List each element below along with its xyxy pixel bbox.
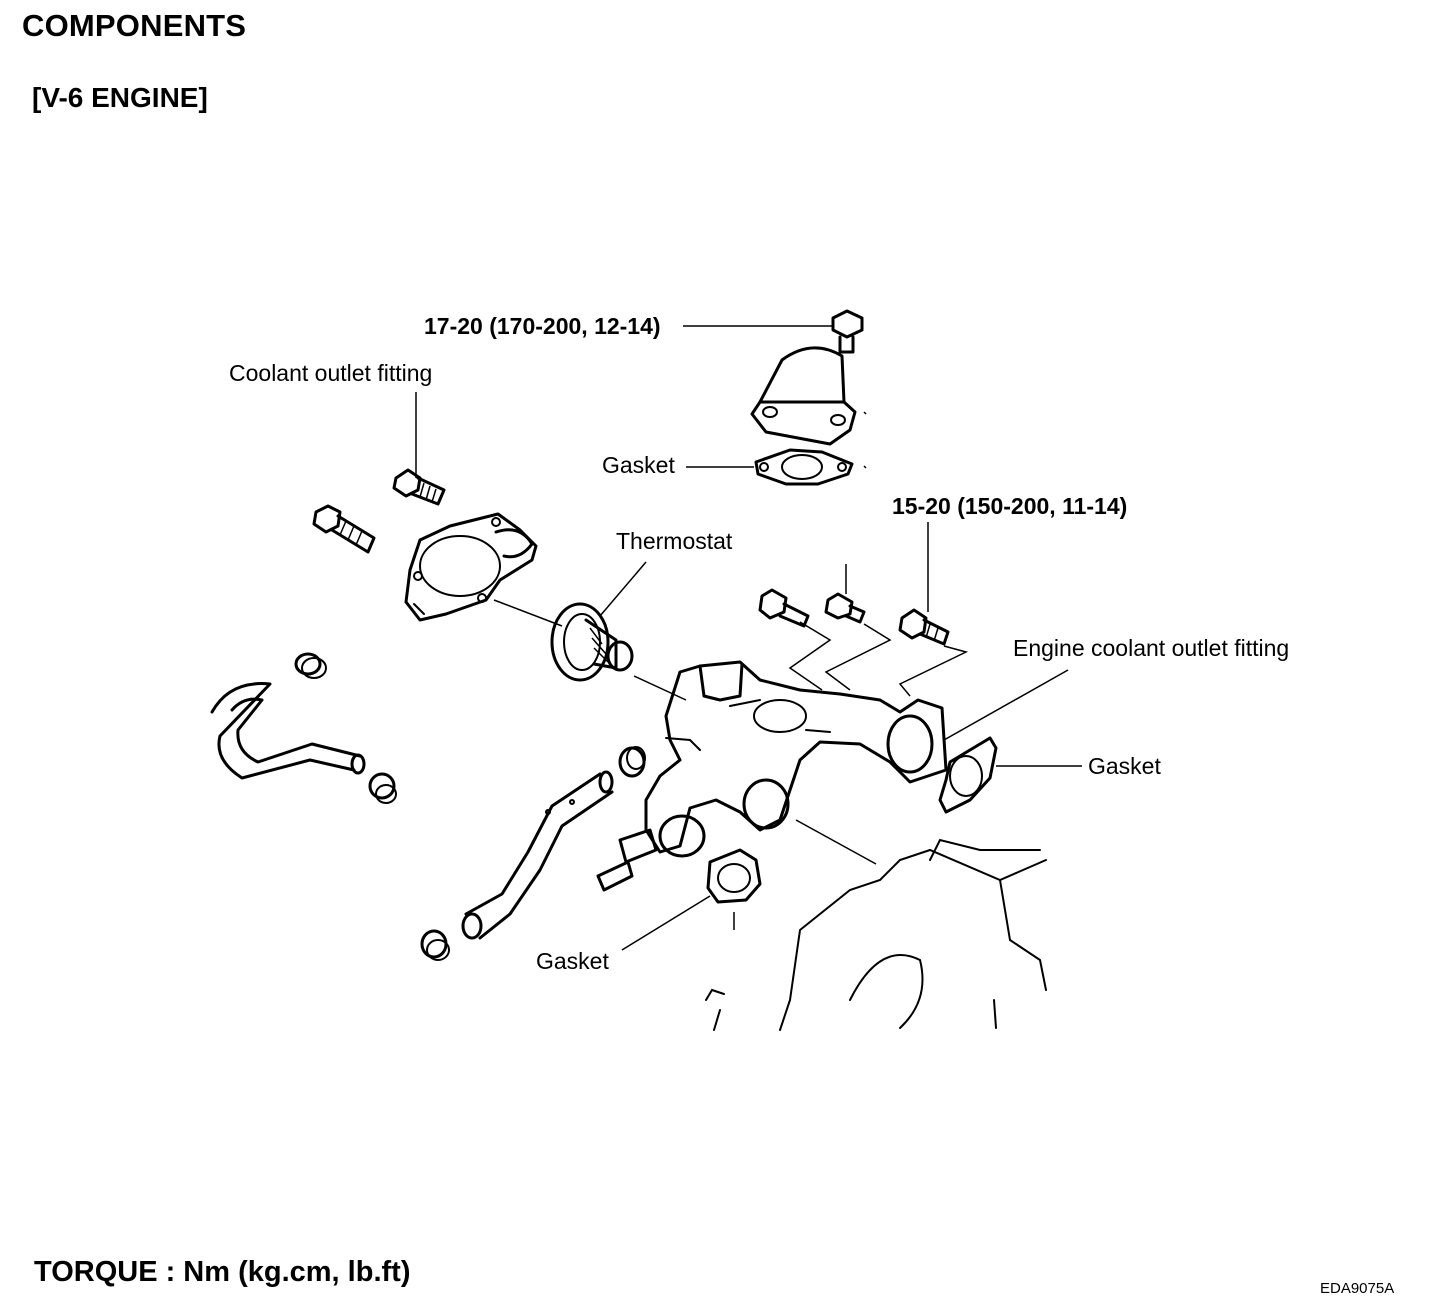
label-engine-coolant-outlet-fitting: Engine coolant outlet fitting xyxy=(1013,635,1289,661)
lower-pipe-hose xyxy=(461,770,614,940)
outlet-fitting-bolt xyxy=(898,608,950,646)
hose-clamp-upper xyxy=(294,652,327,679)
label-gasket-bottom: Gasket xyxy=(536,948,609,974)
hose-clamp-lower xyxy=(420,929,450,961)
label-coolant-outlet-fitting: Coolant outlet fitting xyxy=(229,360,432,386)
label-gasket-right: Gasket xyxy=(1088,753,1161,779)
bottom-gasket xyxy=(706,848,762,904)
right-gasket xyxy=(938,736,998,814)
top-gasket xyxy=(754,448,854,486)
temperature-sensor-right xyxy=(824,592,866,624)
hose-clamp-right xyxy=(618,746,646,778)
torque-units-note: TORQUE : Nm (kg.cm, lb.ft) xyxy=(34,1256,411,1288)
top-water-outlet-fitting xyxy=(750,346,857,446)
bypass-hose xyxy=(210,682,366,780)
coolant-outlet-fitting xyxy=(404,512,538,622)
hose-clamp-middle xyxy=(368,772,397,804)
engine-block-outline xyxy=(705,838,1047,1031)
figure-code: EDA9075A xyxy=(1320,1280,1395,1297)
label-torque-right: 15-20 (150-200, 11-14) xyxy=(892,493,1127,519)
label-gasket-top: Gasket xyxy=(602,452,675,478)
label-torque-top: 17-20 (170-200, 12-14) xyxy=(424,313,661,339)
leader-lines xyxy=(415,325,1082,951)
page-title: COMPONENTS xyxy=(22,8,247,43)
fitting-bolt-lower xyxy=(312,504,376,554)
temperature-sensor-left xyxy=(758,588,810,628)
engine-subtitle: [V-6 ENGINE] xyxy=(32,82,208,113)
fitting-bolt-upper xyxy=(392,468,446,506)
top-outlet-bolt xyxy=(831,309,864,354)
engine-coolant-outlet-fitting xyxy=(596,660,948,892)
thermostat-part xyxy=(550,602,634,682)
label-thermostat: Thermostat xyxy=(616,528,733,554)
